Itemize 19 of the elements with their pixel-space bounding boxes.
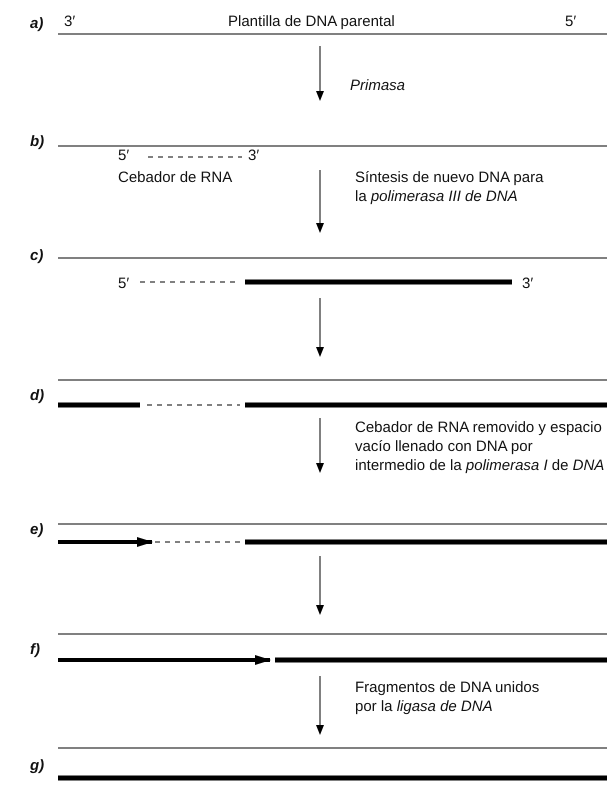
strand-end-label: 3′: [522, 274, 534, 293]
enzyme-label: Primasa: [350, 76, 406, 95]
step-letter: g): [30, 756, 44, 775]
step-letter: b): [30, 132, 44, 151]
primer-label: Cebador de RNA: [118, 168, 232, 187]
step-letter: d): [30, 386, 44, 405]
strand-end-label: 3′: [64, 12, 76, 31]
strand-end-label: 5′: [118, 274, 130, 293]
step-letter: f): [30, 640, 40, 659]
step-letter: c): [30, 246, 44, 265]
step-letter: e): [30, 520, 44, 539]
strand-end-label: 5′: [565, 12, 576, 31]
step-description: Síntesis de nuevo DNA para la polimerasa III de DNA: [355, 168, 544, 206]
step-description: Fragmentos de DNA unidos por la ligasa de DNA: [355, 678, 540, 716]
strand-end-label: 3′: [248, 146, 260, 165]
step-description: Cebador de RNA removido y espacio vacío llenado con DNA por intermedio de la polimerasa I de DNA: [355, 418, 605, 475]
strand-end-label: 5′: [118, 146, 130, 165]
step-letter: a): [30, 14, 44, 33]
strand-title: Plantilla de DNA parental: [228, 12, 395, 31]
